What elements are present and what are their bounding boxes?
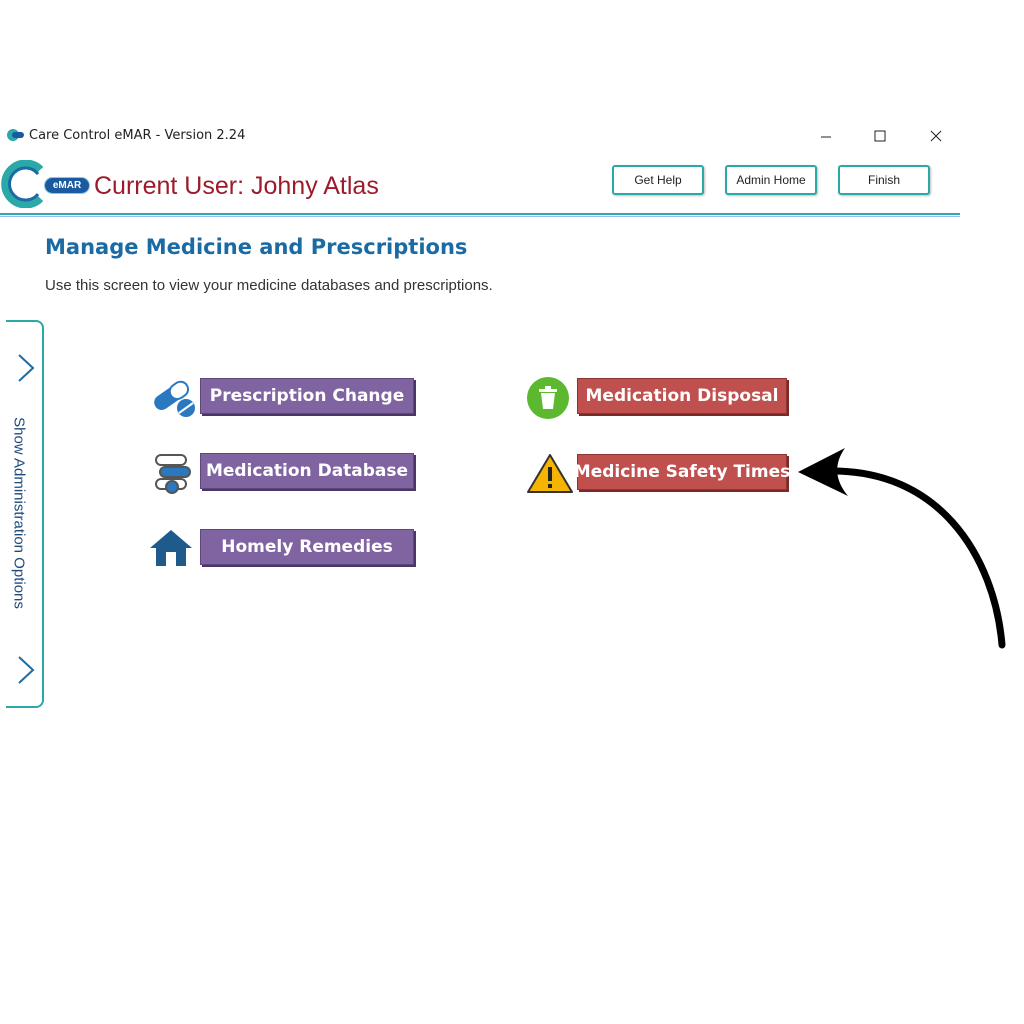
minimize-button[interactable] bbox=[806, 124, 846, 148]
maximize-button[interactable] bbox=[860, 124, 900, 148]
pills-icon bbox=[154, 380, 195, 417]
header-divider bbox=[0, 213, 960, 215]
warning-icon bbox=[527, 454, 573, 493]
admin-home-button[interactable]: Admin Home bbox=[725, 165, 817, 195]
prescription-change-button[interactable]: Prescription Change bbox=[200, 378, 414, 414]
medicine-safety-times-button[interactable]: Medicine Safety Times bbox=[574, 454, 790, 490]
finish-button[interactable]: Finish bbox=[838, 165, 930, 195]
curved-arrow-icon bbox=[798, 448, 1006, 649]
emar-badge: eMAR bbox=[44, 177, 90, 194]
maximize-icon bbox=[874, 130, 886, 142]
homely-remedies-button[interactable]: Homely Remedies bbox=[200, 529, 414, 565]
medication-database-button[interactable]: Medication Database bbox=[200, 453, 414, 489]
page-title: Manage Medicine and Prescriptions bbox=[45, 235, 468, 259]
window-titlebar: Care Control eMAR - Version 2.24 bbox=[0, 124, 960, 148]
medication-disposal-button[interactable]: Medication Disposal bbox=[577, 378, 787, 414]
care-control-logo bbox=[1, 160, 44, 208]
page-subtitle: Use this screen to view your medicine da… bbox=[45, 277, 493, 294]
chevron-right-icon bbox=[18, 656, 35, 684]
chevron-right-icon bbox=[18, 354, 35, 382]
window-title: Care Control eMAR - Version 2.24 bbox=[29, 128, 246, 143]
show-administration-options-label: Show Administration Options bbox=[10, 417, 28, 609]
get-help-button[interactable]: Get Help bbox=[612, 165, 704, 195]
minimize-icon bbox=[821, 136, 831, 138]
trash-icon bbox=[527, 377, 569, 419]
close-icon bbox=[930, 130, 942, 142]
close-button[interactable] bbox=[916, 124, 956, 148]
emar-badge-text: eMAR bbox=[52, 180, 82, 191]
house-icon bbox=[150, 530, 192, 566]
medication-database-icon bbox=[155, 454, 191, 494]
show-administration-options-tab[interactable] bbox=[6, 320, 44, 708]
current-user-label: Current User: Johny Atlas bbox=[94, 172, 379, 200]
header-divider-secondary bbox=[0, 216, 960, 217]
app-logo-icon bbox=[7, 129, 24, 141]
